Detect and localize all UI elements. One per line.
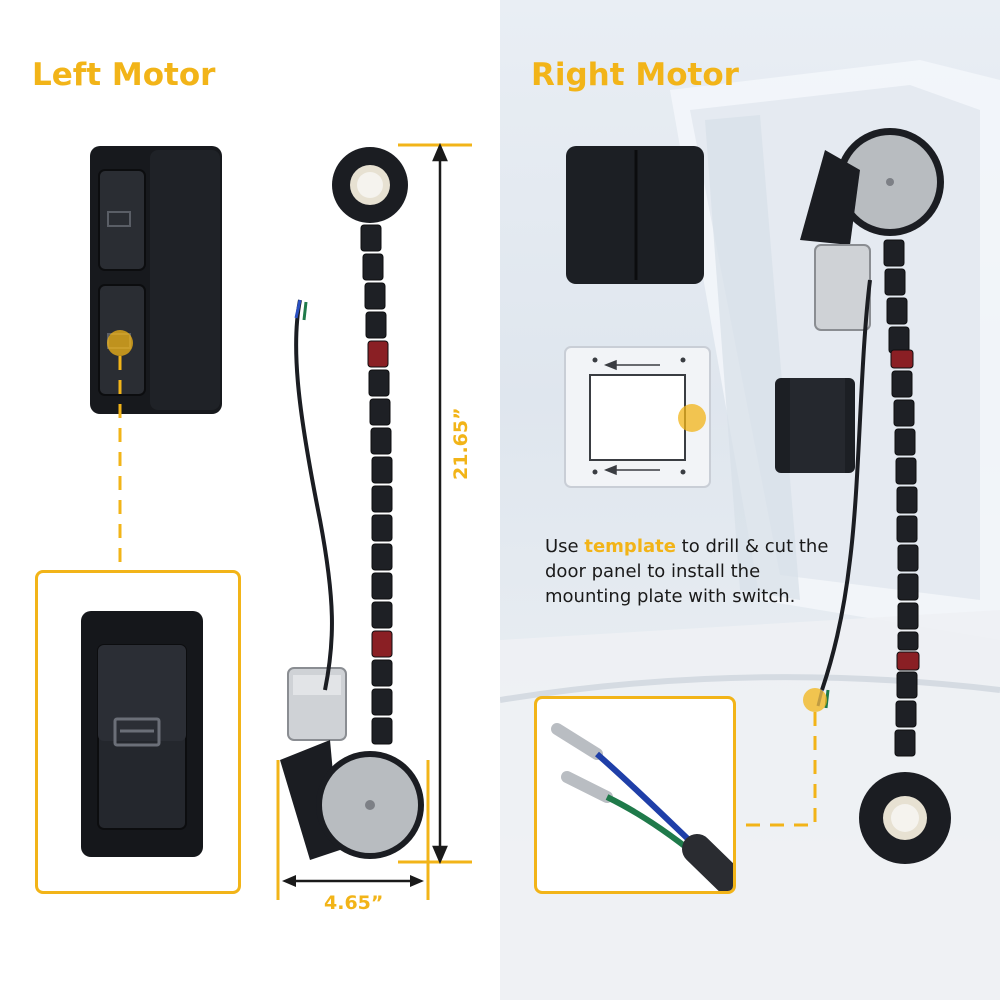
switch-closeup-callout (35, 570, 241, 894)
height-dimension (398, 143, 472, 864)
rocker-switch-side (775, 378, 855, 473)
right-switch-cover (566, 146, 704, 284)
right-callout-connector (735, 712, 817, 827)
left-motor-assembly (280, 147, 424, 860)
callout-dot-icon (803, 688, 827, 712)
width-dimension-label: 4.65” (324, 892, 384, 914)
window-icon (107, 211, 131, 227)
wire-connector-closeup (551, 723, 733, 891)
height-arrow (432, 142, 448, 865)
rocker-switch-closeup (81, 611, 203, 857)
width-dimension (276, 760, 430, 900)
instruction-text-end: to drill & cut the door panel to install… (545, 536, 829, 607)
callout-dot-icon (107, 330, 133, 356)
instruction-text-start: Use (545, 536, 585, 557)
mounting-template (564, 346, 711, 488)
left-switch-housing (90, 146, 222, 414)
arrow-left-icon (603, 359, 660, 476)
height-dimension-label: 21.65” (450, 407, 472, 480)
template-instruction: Use template to drill & cut the door pan… (545, 534, 845, 609)
window-icon (113, 717, 161, 747)
left-motor-title: Left Motor (32, 57, 216, 93)
instruction-highlight: template (584, 536, 676, 557)
connector-closeup-callout (534, 696, 736, 894)
right-motor-title: Right Motor (531, 57, 739, 93)
callout-dot-icon (678, 404, 706, 432)
right-motor-assembly (800, 128, 951, 864)
